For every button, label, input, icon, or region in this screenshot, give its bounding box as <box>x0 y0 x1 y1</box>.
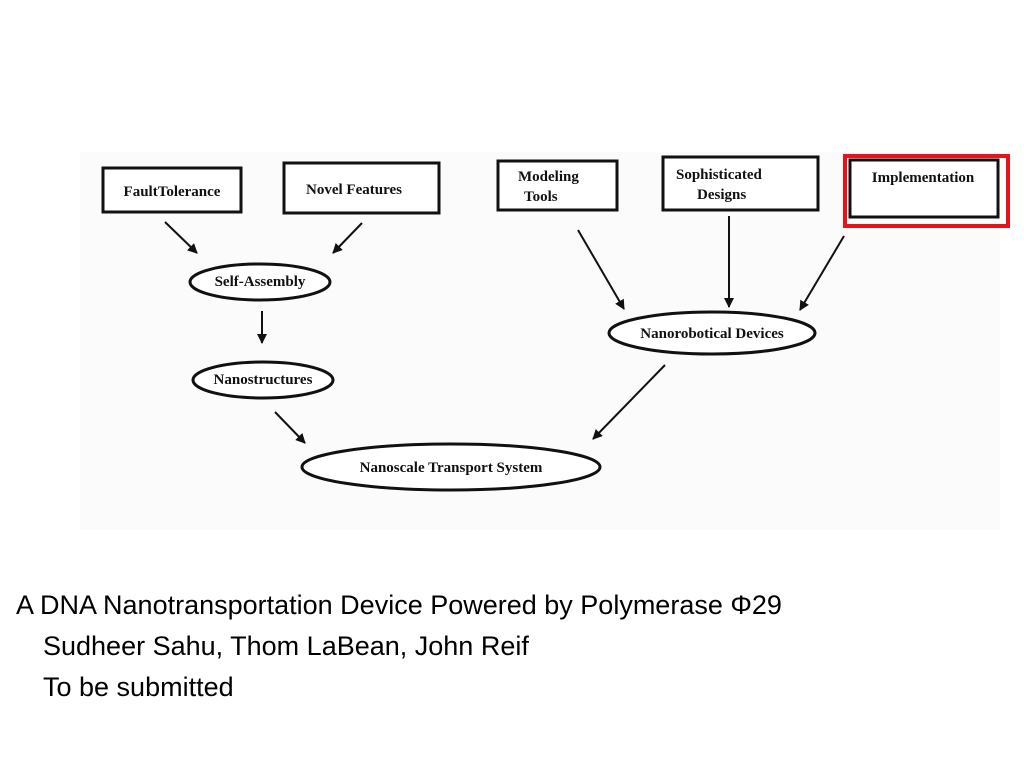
arrow-nanostructures-to-transport-system <box>274 411 306 444</box>
nanorobotical-devices-node: Nanorobotical Devices <box>607 310 817 356</box>
arrow-implementation-to-nanorobotical-devices <box>799 235 845 311</box>
arrow-fault-tolerance-to-self-assembly <box>164 221 198 254</box>
modeling-tools-box: Modeling Tools <box>496 159 619 212</box>
paper-authors: Sudheer Sahu, Thom LaBean, John Reif <box>43 631 529 661</box>
fault-tolerance-box: FaultTolerance <box>101 166 243 214</box>
fault-tolerance-label: FaultTolerance <box>124 184 221 200</box>
modeling-tools-label-line2: Tools <box>524 189 558 205</box>
sophisticated-designs-label-line1: Sophisticated <box>676 167 763 183</box>
nanostructures-node: Nanostructures <box>191 360 335 400</box>
nanostructures-label: Nanostructures <box>214 372 313 388</box>
implementation-label: Implementation <box>872 170 975 186</box>
self-assembly-node: Self-Assembly <box>188 262 332 302</box>
arrow-modeling-tools-to-nanorobotical-devices <box>577 229 625 310</box>
implementation-highlight <box>843 154 1010 228</box>
paper-status: To be submitted <box>43 672 234 702</box>
sophisticated-designs-label-line2: Designs <box>697 187 746 203</box>
concept-flow-diagram: FaultTolerance Novel Features Modeling T… <box>101 154 1010 492</box>
novel-features-label: Novel Features <box>306 182 402 198</box>
novel-features-box: Novel Features <box>282 161 441 215</box>
paper-title: A DNA Nanotransportation Device Powered … <box>16 590 782 620</box>
caption-block: A DNA Nanotransportation Device Powered … <box>16 585 1016 708</box>
nanorobotical-devices-label: Nanorobotical Devices <box>640 326 784 342</box>
nanoscale-transport-system-node: Nanoscale Transport System <box>300 442 602 492</box>
implementation-box: Implementation <box>843 154 1010 228</box>
arrow-novel-features-to-self-assembly <box>332 222 363 254</box>
arrow-nanorobotical-devices-to-transport-system <box>592 364 666 440</box>
modeling-tools-label-line1: Modeling <box>518 169 579 185</box>
nanoscale-transport-system-label: Nanoscale Transport System <box>360 460 543 476</box>
self-assembly-label: Self-Assembly <box>215 274 306 290</box>
sophisticated-designs-box: Sophisticated Designs <box>661 155 820 212</box>
